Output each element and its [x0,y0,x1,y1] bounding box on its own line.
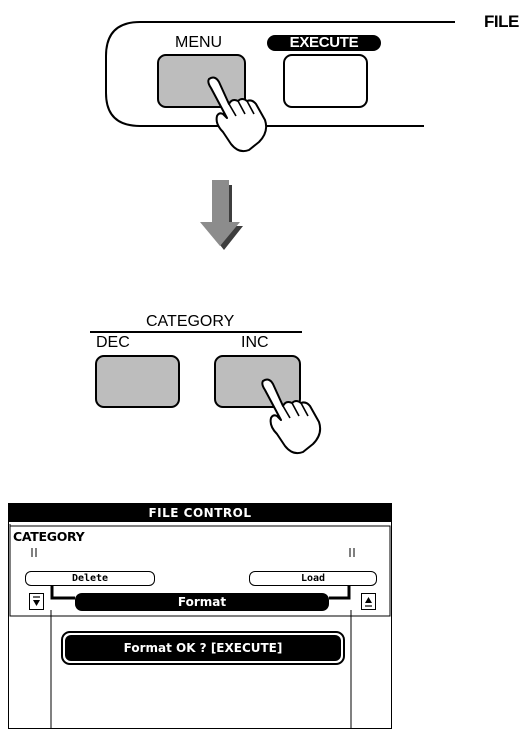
lcd-category-label: CATEGORY [13,529,85,544]
dec-label: DEC [96,334,130,351]
dec-button[interactable] [95,355,180,408]
lcd-delete-item[interactable]: Delete [25,571,155,586]
inc-button[interactable] [214,355,301,408]
category-title: CATEGORY [146,313,235,330]
category-divider [90,331,302,333]
execute-button[interactable] [283,54,368,108]
file-label: FILE [484,12,519,31]
execute-label [267,35,381,51]
menu-button[interactable] [157,54,246,108]
format-confirm-message: Format OK ? [EXECUTE] [65,635,341,661]
inc-label: INC [241,334,269,351]
lcd-title: FILE CONTROL [9,504,391,522]
lcd-display: FILE CONTROL CATEGORY Delete Load Format… [8,503,392,729]
execute-label-text: EXECUTE [289,34,359,51]
format-confirm-dialog[interactable]: Format OK ? [EXECUTE] [61,631,345,665]
lcd-category-frame [9,524,391,728]
menu-label: MENU [175,34,223,51]
lcd-load-item[interactable]: Load [249,571,377,586]
lcd-format-item[interactable]: Format [75,593,329,611]
scroll-down-icon[interactable] [29,593,44,610]
scroll-up-icon[interactable] [361,593,376,610]
